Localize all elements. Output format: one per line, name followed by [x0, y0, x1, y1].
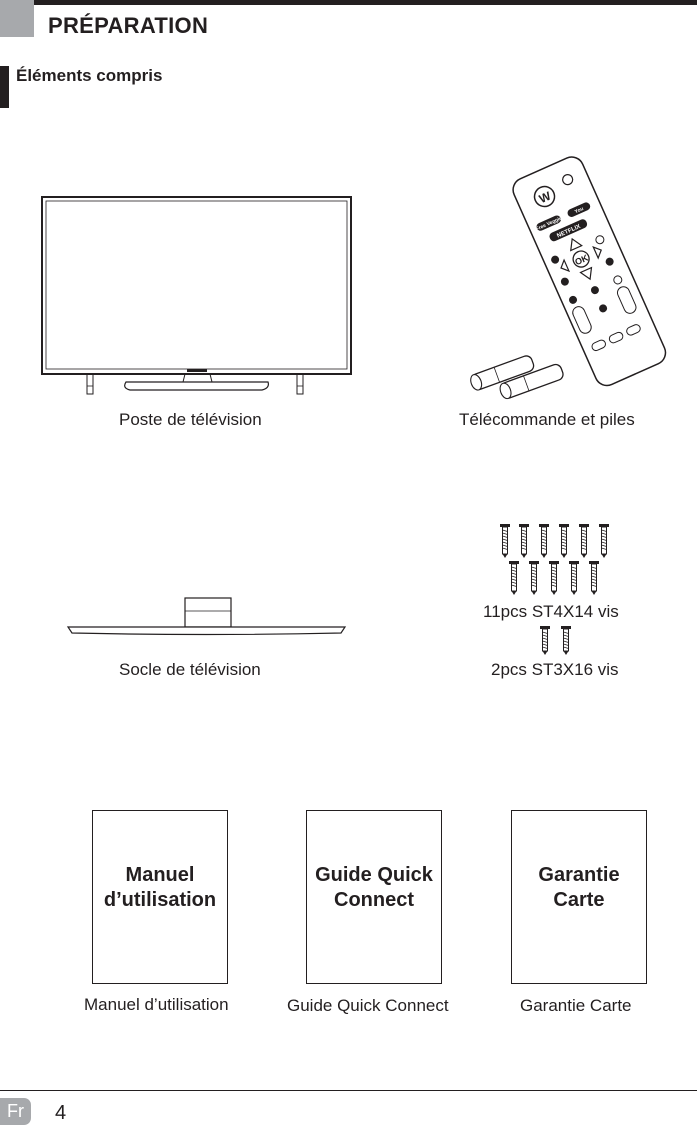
screw-st4x14	[519, 524, 529, 558]
manual-booklet: Manuel d’utilisation	[92, 810, 228, 984]
manual-cover-title: Manuel d’utilisation	[103, 864, 217, 911]
page-number: 4	[55, 1102, 67, 1124]
screw-st3x16	[561, 626, 571, 655]
language-tab: Fr	[0, 1098, 31, 1125]
section-title: Éléments compris	[16, 66, 163, 85]
warranty-card: Garantie Carte	[511, 810, 647, 984]
screws-large-caption: 11pcs ST4X14 vis	[483, 602, 619, 621]
remote-illustration: W Free Veggie You NETFLIX OK	[470, 156, 667, 400]
quick-connect-cover-title: Guide Quick Connect	[315, 864, 433, 911]
screw-st4x14	[589, 561, 599, 595]
stand-illustration	[66, 597, 347, 636]
page-title: PRÉPARATION	[48, 13, 209, 38]
quick-connect-caption: Guide Quick Connect	[287, 996, 449, 1015]
footer-rule	[0, 1090, 697, 1091]
stand-caption: Socle de télévision	[119, 660, 261, 679]
screw-st4x14	[579, 524, 589, 558]
screw-st4x14	[539, 524, 549, 558]
remote-caption: Télécommande et piles	[459, 410, 635, 429]
screw-st4x14	[529, 561, 539, 595]
screws-small-caption: 2pcs ST3X16 vis	[491, 660, 619, 679]
header-marker	[0, 0, 34, 37]
screw-st3x16	[540, 626, 550, 655]
tv-caption: Poste de télévision	[119, 410, 262, 429]
screw-st4x14	[500, 524, 510, 558]
screw-st4x14	[549, 561, 559, 595]
screws-illustration	[500, 524, 609, 655]
screw-st4x14	[599, 524, 609, 558]
warranty-cover-title: Garantie Carte	[538, 864, 620, 911]
quick-connect-booklet: Guide Quick Connect	[306, 810, 442, 984]
screw-st4x14	[569, 561, 579, 595]
screw-st4x14	[509, 561, 519, 595]
tube-button-label: You	[574, 206, 585, 215]
tv-illustration	[41, 196, 352, 395]
section-marker	[0, 66, 9, 108]
warranty-caption: Garantie Carte	[520, 996, 632, 1015]
manual-caption: Manuel d’utilisation	[84, 995, 229, 1014]
screw-st4x14	[559, 524, 569, 558]
header-rule	[0, 0, 697, 5]
